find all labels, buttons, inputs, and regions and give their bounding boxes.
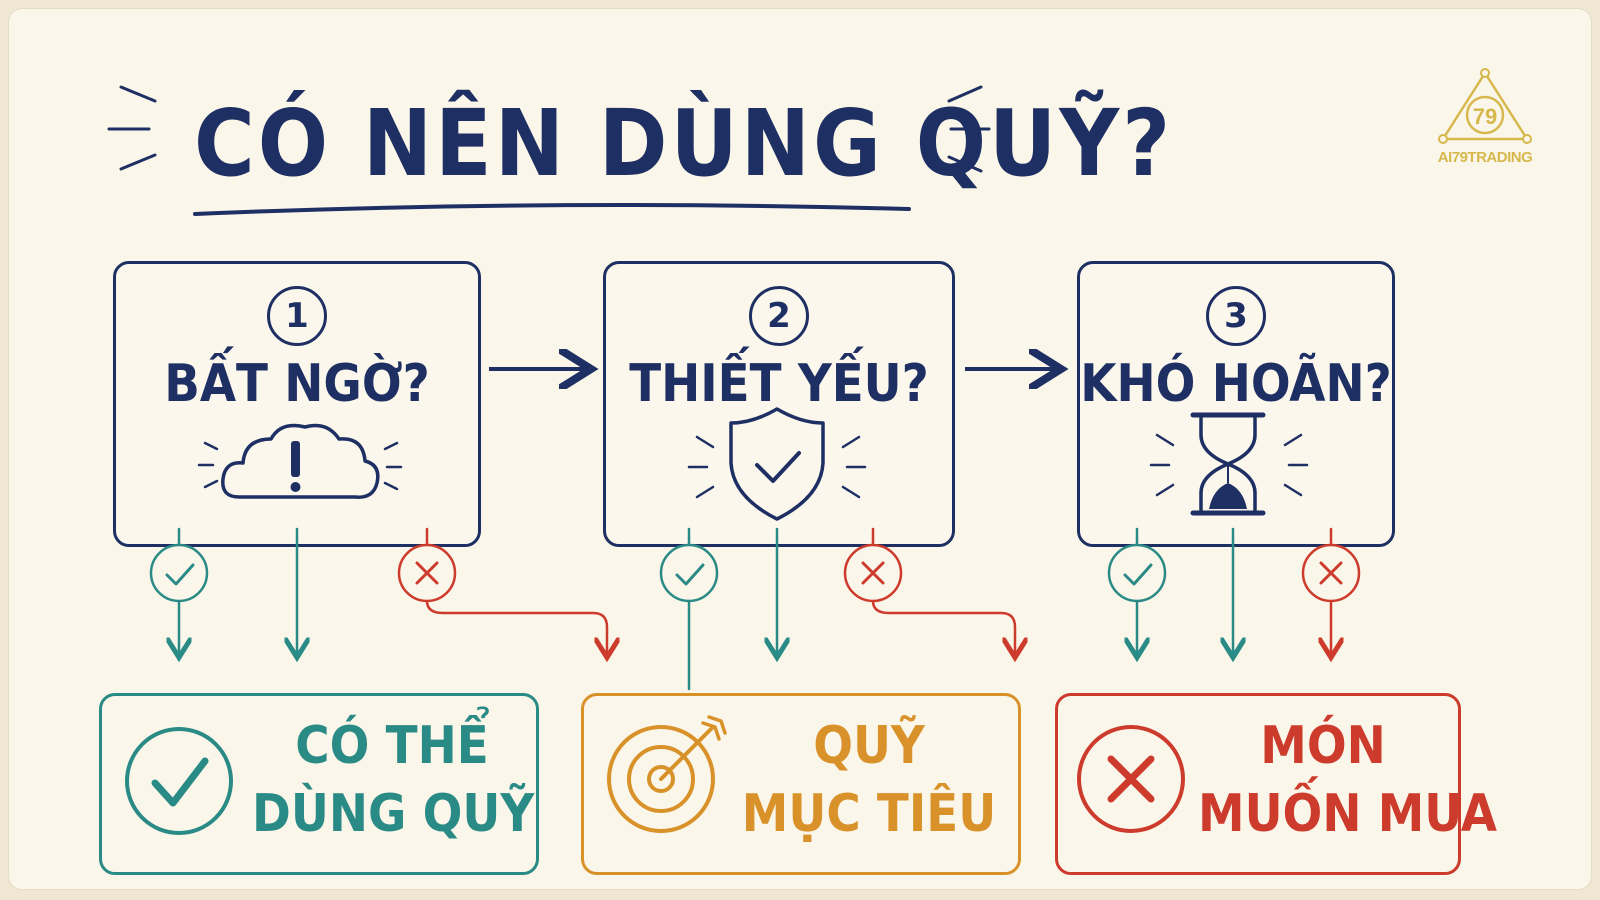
title-sparkles-left bbox=[107, 85, 157, 171]
check-circle-icon bbox=[125, 727, 233, 835]
outcome-2-line1: QUỸ bbox=[813, 716, 925, 776]
step3-no-xmark bbox=[1319, 561, 1343, 585]
outcome-3-line1: MÓN bbox=[1260, 716, 1386, 776]
cloud-exclamation-icon bbox=[197, 423, 403, 499]
step1-no-xmark bbox=[415, 561, 439, 585]
outcome-box-use-fund: CÓ THỂ DÙNG QUỸ bbox=[99, 693, 539, 875]
step2-no-xmark bbox=[861, 561, 885, 585]
step-label-1: BẤT NGỜ? bbox=[164, 354, 430, 414]
step1-yes-check-icon bbox=[149, 543, 209, 603]
step-number-3: 3 bbox=[1206, 286, 1266, 346]
outcome-1-line2: DÙNG QUỸ bbox=[252, 784, 535, 844]
logo-text: AI79TRADING bbox=[1437, 149, 1533, 166]
step3-yes-checkmark bbox=[1123, 563, 1153, 586]
logo-icon: 79 bbox=[1438, 68, 1532, 144]
shield-check-icon bbox=[687, 407, 867, 521]
title-sparkles-right bbox=[947, 85, 991, 173]
step-box-3: 3 KHÓ HOÃN? bbox=[1077, 261, 1395, 547]
step1-yes-checkmark bbox=[165, 563, 195, 586]
outcome-1-line1: CÓ THỂ bbox=[295, 716, 489, 776]
target-icon bbox=[607, 715, 727, 833]
step-label-2: THIẾT YẾU? bbox=[629, 354, 929, 414]
step3-yes-check-icon bbox=[1107, 543, 1167, 603]
diagram-canvas: CÓ NÊN DÙNG QUỸ? 79 AI79TRADING 1 BẤT NG… bbox=[8, 8, 1592, 890]
step-number-1: 1 bbox=[267, 286, 327, 346]
hourglass-icon bbox=[1149, 412, 1309, 516]
step-label-3: KHÓ HOÃN? bbox=[1080, 354, 1392, 414]
step2-yes-check-icon bbox=[659, 543, 719, 603]
step2-no-arrow bbox=[871, 599, 1015, 655]
brand-logo: 79 AI79TRADING bbox=[1429, 67, 1541, 169]
step2-yes-checkmark bbox=[675, 563, 705, 586]
connector-layer bbox=[107, 85, 1361, 835]
outcome-3-line2: MUỐN MUA bbox=[1198, 784, 1497, 844]
outcome-box-goal-fund: QUỸ MỤC TIÊU bbox=[581, 693, 1021, 875]
x-circle-icon bbox=[1077, 725, 1185, 833]
step-number-2: 2 bbox=[749, 286, 809, 346]
outcome-2-line2: MỤC TIÊU bbox=[741, 784, 997, 844]
step-box-2: 2 THIẾT YẾU? bbox=[603, 261, 955, 547]
logo-glyph: 79 bbox=[1473, 104, 1497, 129]
step1-no-arrow bbox=[425, 599, 607, 655]
title-underline bbox=[193, 203, 911, 216]
